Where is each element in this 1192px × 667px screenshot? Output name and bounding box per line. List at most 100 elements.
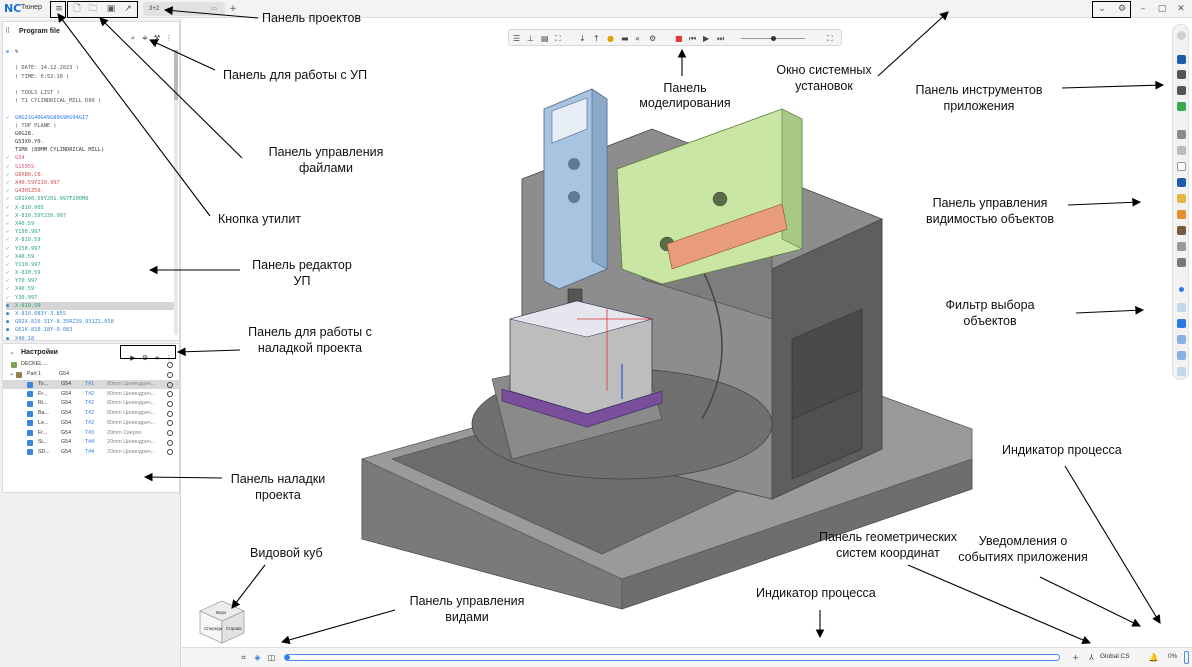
cs-label[interactable]: Global CS bbox=[1100, 653, 1130, 660]
3d-viewport[interactable]: ☰ ⊥ ▤ ⛶ ↓ ↑ ● ▬ « ⚙ ■ ⏮ ▶ ⏭ ⛶ Верх Спере… bbox=[182, 19, 1170, 647]
expand-icon[interactable]: ⛶ bbox=[555, 34, 561, 43]
nc-line[interactable]: ✓X40.59 bbox=[6, 253, 178, 261]
nc-line[interactable] bbox=[6, 81, 178, 89]
nc-line[interactable]: ✓S1595S bbox=[6, 163, 178, 171]
expand-icon[interactable]: ⌄ bbox=[9, 371, 15, 377]
visibility-icon[interactable] bbox=[167, 449, 173, 456]
holder-visibility-icon[interactable] bbox=[1177, 210, 1186, 219]
path-visibility-icon[interactable] bbox=[1177, 242, 1186, 251]
tool-visibility-icon[interactable] bbox=[1177, 194, 1186, 203]
drag-handle-icon[interactable]: ⠿ bbox=[5, 28, 11, 35]
visibility-icon[interactable] bbox=[167, 430, 173, 436]
rewind-icon[interactable]: « bbox=[635, 34, 640, 43]
utilities-icon[interactable]: ⚒ bbox=[153, 34, 161, 42]
nc-line[interactable]: ( TOOLS LIST ) bbox=[6, 89, 178, 97]
table-icon[interactable]: ▤ bbox=[541, 34, 549, 43]
part-visibility-icon[interactable] bbox=[1177, 162, 1186, 171]
maximize-icon[interactable]: ▢ bbox=[1157, 4, 1167, 14]
visibility-icon[interactable] bbox=[167, 420, 173, 427]
visibility-icon[interactable] bbox=[167, 381, 173, 388]
notification-indicator[interactable] bbox=[1184, 651, 1189, 664]
nc-line[interactable]: G53X0.Y0. bbox=[6, 138, 178, 146]
nc-line[interactable]: ✓G54 bbox=[6, 154, 178, 162]
close-icon[interactable]: ✕ bbox=[1177, 4, 1185, 14]
nc-line[interactable]: ✓X-810.59 bbox=[6, 269, 178, 277]
nc-line[interactable]: ✓Y150.997 bbox=[6, 245, 178, 253]
add-cs-icon[interactable]: + bbox=[1072, 653, 1079, 662]
tab-close-icon[interactable]: ▭ bbox=[211, 6, 217, 12]
visibility-icon[interactable] bbox=[167, 371, 173, 378]
gear-icon[interactable]: ⚙ bbox=[649, 34, 657, 43]
nc-line[interactable]: ( DATE: 14.12.2023 ) bbox=[6, 64, 178, 72]
nc-line[interactable]: T1M6 (80MM CYLINDRICAL MILL) bbox=[6, 146, 178, 154]
skip-back-icon[interactable]: ⏮ bbox=[689, 34, 697, 43]
fullscreen-icon[interactable]: ⛶ bbox=[827, 34, 833, 43]
filter-icon[interactable]: ≑ bbox=[142, 34, 148, 42]
save-state-icon[interactable]: ▬ bbox=[621, 34, 629, 43]
project-tab[interactable]: 3+2 ▭ bbox=[143, 2, 225, 16]
play-icon[interactable]: ▶ bbox=[703, 34, 710, 43]
speed-slider-handle[interactable] bbox=[771, 36, 776, 41]
tool-icon[interactable] bbox=[1177, 70, 1186, 79]
nc-line[interactable]: ●X-810.083Y-3.855 bbox=[6, 310, 178, 318]
skip-forward-icon[interactable]: ⏭ bbox=[717, 34, 725, 43]
nc-line[interactable]: ✓X-810.905 bbox=[6, 204, 178, 212]
select-body-icon[interactable] bbox=[1177, 351, 1186, 360]
nc-line[interactable]: ●G01X-810.18Y-9.083 bbox=[6, 326, 178, 334]
editor-scrollbar[interactable] bbox=[174, 50, 178, 335]
select-curve-icon[interactable] bbox=[1177, 303, 1186, 312]
add-tab-button[interactable]: + bbox=[229, 4, 237, 14]
more-icon[interactable]: ⋮ bbox=[165, 34, 173, 42]
warning-icon[interactable]: ● bbox=[607, 34, 614, 43]
minimize-icon[interactable]: – bbox=[1140, 4, 1146, 14]
export-file-icon[interactable]: ↗ bbox=[124, 4, 132, 14]
cs-axes-icon[interactable]: ⅄ bbox=[1089, 653, 1094, 662]
nc-line[interactable]: ✓X40.59 bbox=[6, 220, 178, 228]
select-solid-icon[interactable] bbox=[1177, 335, 1186, 344]
nc-line[interactable]: ✓G43H1Z50. bbox=[6, 187, 178, 195]
nc-line[interactable]: ✓G0G21G40G49G80G90G94G17 bbox=[6, 114, 178, 122]
probe-icon[interactable] bbox=[1177, 86, 1186, 95]
part-row[interactable]: ⌄ Part 1 G54 bbox=[3, 370, 179, 379]
search-icon[interactable]: ⌕ bbox=[131, 34, 135, 42]
nc-line[interactable]: ✓X40.59Y210.997 bbox=[6, 179, 178, 187]
nc-line[interactable]: ▪% bbox=[6, 48, 178, 56]
toggle-icon[interactable] bbox=[1177, 31, 1186, 40]
save-file-icon[interactable]: ▣ bbox=[106, 4, 116, 14]
machine-row[interactable]: DECKEL ... bbox=[3, 360, 179, 369]
nc-line[interactable] bbox=[6, 56, 178, 64]
visibility-icon[interactable] bbox=[167, 410, 173, 417]
nc-line[interactable] bbox=[6, 105, 178, 113]
step-up-icon[interactable]: ↑ bbox=[593, 34, 600, 43]
nc-line[interactable]: ( TIME: 0:52:10 ) bbox=[6, 73, 178, 81]
perspective-view-icon[interactable]: ◈ bbox=[254, 653, 261, 662]
bell-icon[interactable]: 🔔 bbox=[1148, 653, 1159, 662]
main-menu-icon[interactable]: ≡ bbox=[55, 4, 63, 14]
collapse-chevron-icon[interactable]: ⌄ bbox=[9, 349, 15, 356]
nc-line[interactable]: ✓Y30.997 bbox=[6, 294, 178, 302]
stock-icon[interactable] bbox=[1177, 102, 1186, 111]
visibility-icon[interactable] bbox=[167, 361, 173, 368]
gear-icon[interactable]: ⚙ bbox=[1117, 4, 1127, 14]
fixture-visibility-icon[interactable] bbox=[1177, 178, 1186, 187]
table-visibility-icon[interactable] bbox=[1177, 146, 1186, 155]
nc-code-list[interactable]: ▪% ( DATE: 14.12.2023 )( TIME: 0:52:10 ) (… bbox=[6, 48, 178, 340]
nc-line[interactable]: ●X40.18 bbox=[6, 335, 178, 340]
nc-line[interactable]: ✓X40.59 bbox=[6, 285, 178, 293]
list-icon[interactable]: ☰ bbox=[513, 34, 521, 43]
visibility-icon[interactable] bbox=[167, 391, 173, 398]
machine-model[interactable] bbox=[182, 19, 1170, 647]
workpiece-visibility-icon[interactable] bbox=[1177, 226, 1186, 235]
nc-line[interactable]: ✓X-810.59 bbox=[6, 236, 178, 244]
nc-line[interactable]: G0G28. bbox=[6, 130, 178, 138]
nc-line[interactable]: ✓X-810.59Y230.997 bbox=[6, 212, 178, 220]
nc-line[interactable]: ●X-810.59 bbox=[6, 301, 178, 310]
stop-icon[interactable]: ■ bbox=[675, 34, 683, 43]
measure-icon[interactable] bbox=[1177, 55, 1186, 64]
